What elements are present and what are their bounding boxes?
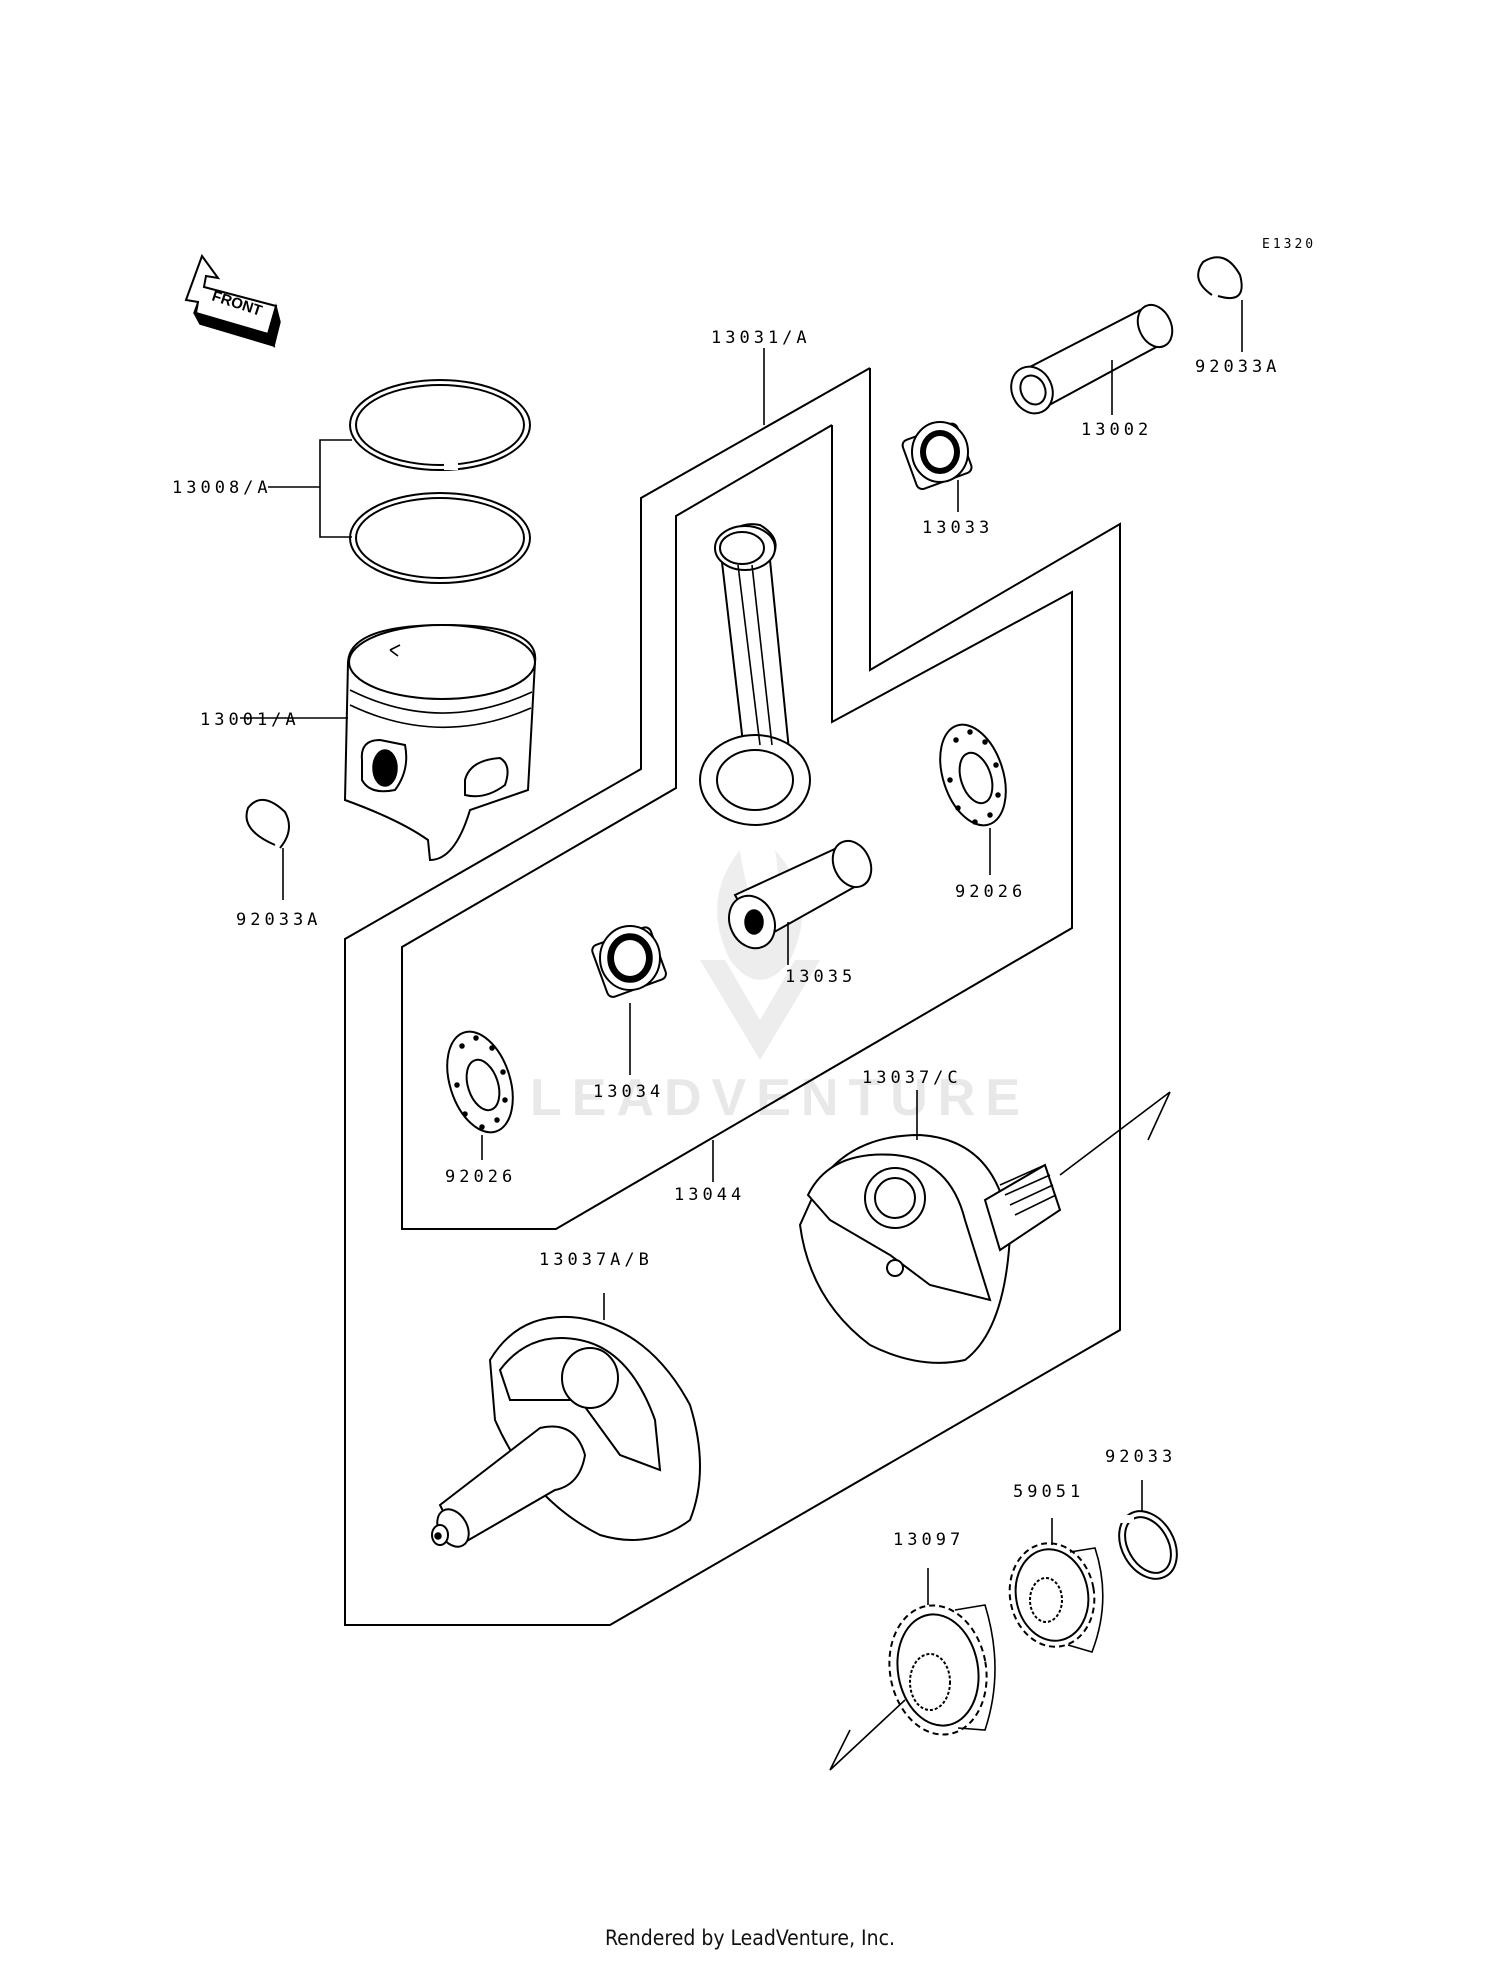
crank-pin: [728, 839, 873, 950]
label-13031A: 13031/A: [711, 328, 811, 348]
watermark: LEADVENTURE: [530, 850, 1030, 1127]
label-92026-left: 92026: [445, 1167, 516, 1187]
footer-credit: Rendered by LeadVenture, Inc.: [605, 1926, 895, 1950]
gear-13097: [829, 1604, 996, 1771]
piston-ring-upper: [349, 379, 531, 471]
thrust-washer-left: [446, 1030, 514, 1134]
thrust-washer-right: [939, 723, 1007, 827]
crank-half-left: [431, 1316, 701, 1548]
label-13044: 13044: [674, 1185, 745, 1205]
assembly-outline-inner: [401, 424, 1073, 1230]
label-13037C: 13037/C: [862, 1068, 962, 1088]
needle-bearing-upper: [901, 421, 973, 491]
label-13034: 13034: [593, 1082, 664, 1102]
circlip-left: [245, 799, 290, 849]
assembly-outline-outer: [344, 367, 1121, 1626]
piston: [343, 623, 537, 862]
piston-ring-lower: [349, 492, 531, 584]
watermark-text: LEADVENTURE: [530, 1069, 1030, 1127]
label-59051: 59051: [1013, 1482, 1084, 1502]
crank-half-right: [798, 1091, 1171, 1364]
label-13097: 13097: [893, 1530, 964, 1550]
label-13002: 13002: [1081, 420, 1152, 440]
label-13001A: 13001/A: [200, 710, 300, 730]
label-92033: 92033: [1105, 1447, 1176, 1467]
diagram-code: E1320: [1262, 237, 1316, 252]
label-13033: 13033: [922, 518, 993, 538]
label-13035: 13035: [785, 967, 856, 987]
connecting-rod: [699, 523, 811, 826]
label-92033A-top: 92033A: [1195, 357, 1280, 377]
circlip-top-right: [1197, 256, 1243, 300]
circlip-92033: [1118, 1510, 1178, 1580]
label-13008A: 13008/A: [172, 478, 272, 498]
label-92026-right: 92026: [955, 882, 1026, 902]
label-13037AB: 13037A/B: [539, 1250, 653, 1270]
gear-59051: [1008, 1542, 1104, 1653]
label-92033A-left: 92033A: [236, 910, 321, 930]
needle-bearing-lower: [591, 925, 667, 998]
front-arrow-icon: FRONT: [184, 253, 281, 349]
piston-pin: [1010, 303, 1174, 415]
